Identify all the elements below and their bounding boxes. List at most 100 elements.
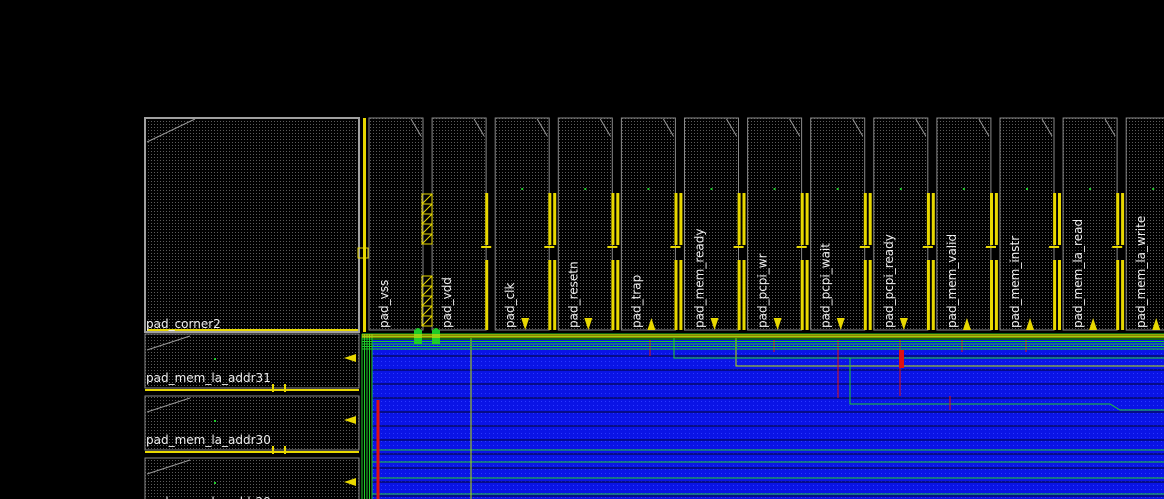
pad-terminal-arrow bbox=[647, 318, 656, 330]
top-pad-label: pad_resetn bbox=[566, 261, 580, 328]
top-pad-7[interactable]: pad_pcpi_wait bbox=[796, 117, 872, 331]
pin-left bbox=[485, 193, 489, 245]
pin-tick bbox=[922, 246, 933, 248]
pin-tick bbox=[1049, 246, 1060, 248]
pad-terminal-arrow bbox=[899, 318, 908, 330]
corner-pad[interactable]: pad_corner2 bbox=[144, 117, 360, 333]
left-pad-column: pad_mem_la_addr31 pad_mem_la_addr30 pad_me… bbox=[144, 333, 360, 499]
power-ring bbox=[357, 118, 1164, 499]
top-pad-outline bbox=[494, 117, 550, 331]
pin-right bbox=[679, 193, 683, 245]
pin-right-low bbox=[553, 260, 557, 330]
pad-terminal-arrow bbox=[1152, 318, 1161, 330]
pin-right-low bbox=[1058, 260, 1061, 330]
pin-left-low bbox=[611, 260, 615, 330]
top-pad-label: pad_clk bbox=[503, 282, 517, 328]
pad-terminal-arrow bbox=[710, 318, 719, 330]
pad-marker bbox=[1026, 188, 1028, 190]
core-area[interactable] bbox=[372, 338, 1164, 499]
top-pad-outline bbox=[1125, 117, 1164, 331]
top-pad-label: pad_vdd bbox=[440, 277, 454, 328]
top-pad-outline bbox=[557, 117, 613, 331]
left-pad-label: pad_mem_la_addr29 bbox=[146, 495, 271, 499]
route-red-blob bbox=[899, 350, 904, 368]
pad-marker bbox=[647, 188, 650, 190]
pin-left-low bbox=[800, 260, 804, 330]
pin-right-low bbox=[868, 260, 872, 330]
top-pad-diagonal bbox=[1041, 118, 1053, 137]
top-pad-diagonal bbox=[473, 118, 485, 137]
top-pad-6[interactable]: pad_pcpi_wr bbox=[733, 117, 809, 331]
vdd-via-diag bbox=[421, 305, 433, 317]
pin-tick bbox=[796, 246, 807, 248]
pin-left-low bbox=[990, 260, 993, 330]
pin-right-low bbox=[679, 260, 683, 330]
pin-left bbox=[737, 193, 741, 245]
top-pad-outline bbox=[810, 117, 866, 331]
top-pad-diagonal bbox=[789, 118, 801, 137]
left-pad-terminal-arrow bbox=[344, 416, 356, 424]
top-pad-12[interactable]: pad_mem_la_write bbox=[1112, 117, 1164, 331]
pin-tick bbox=[1112, 246, 1123, 248]
top-pad-11[interactable]: pad_mem_la_read bbox=[1049, 117, 1125, 331]
pad-marker bbox=[836, 188, 839, 190]
pin-right bbox=[994, 193, 998, 245]
pin-left-low bbox=[485, 260, 489, 330]
pin-right bbox=[1121, 193, 1125, 245]
top-pad-label: pad_mem_instr bbox=[1008, 236, 1022, 328]
top-pad-9[interactable]: pad_mem_valid bbox=[922, 117, 998, 331]
top-pad-3[interactable]: pad_resetn bbox=[544, 117, 620, 331]
top-pad-outline bbox=[620, 117, 676, 331]
pad-marker bbox=[899, 188, 902, 190]
pin-right bbox=[805, 193, 809, 245]
left-pad-edge bbox=[145, 389, 359, 391]
pin-left bbox=[611, 193, 615, 245]
left-pad-0[interactable]: pad_mem_la_addr31 bbox=[144, 333, 360, 392]
top-pad-diagonal bbox=[1104, 118, 1116, 137]
pin-left bbox=[1116, 193, 1120, 245]
top-pad-outline bbox=[684, 117, 739, 331]
top-pad-8[interactable]: pad_pcpi_ready bbox=[859, 117, 935, 331]
top-pad-10[interactable]: pad_mem_instr bbox=[986, 117, 1061, 331]
pin-left-low bbox=[1053, 260, 1057, 330]
top-pad-diagonal bbox=[852, 118, 864, 137]
pad-marker bbox=[214, 482, 216, 484]
top-pad-outline bbox=[368, 117, 424, 331]
top-pad-0[interactable]: pad_vss bbox=[368, 117, 424, 331]
left-pad-pin bbox=[272, 446, 274, 454]
pin-left-low bbox=[926, 260, 930, 330]
left-pad-edge bbox=[145, 451, 359, 453]
pad-marker bbox=[584, 188, 587, 190]
pad-marker bbox=[521, 188, 524, 190]
top-pad-4[interactable]: pad_trap bbox=[607, 117, 683, 331]
top-pad-label: pad_mem_ready bbox=[693, 229, 707, 328]
vdd-bump bbox=[433, 328, 439, 334]
vdd-via-diag bbox=[421, 193, 433, 205]
vdd-via bbox=[421, 315, 433, 327]
top-pad-1[interactable]: pad_vdd bbox=[431, 117, 487, 331]
pin-tick bbox=[481, 246, 492, 248]
left-pad-label: pad_mem_la_addr30 bbox=[146, 433, 271, 447]
route-yellow bbox=[735, 338, 1164, 367]
pin-right-low bbox=[994, 260, 998, 330]
top-pad-outline bbox=[747, 117, 803, 331]
left-pad-outline bbox=[144, 457, 360, 499]
pin-right-low bbox=[931, 260, 935, 330]
top-pad-label: pad_mem_valid bbox=[945, 234, 959, 328]
top-pad-label: pad_mem_la_read bbox=[1071, 219, 1085, 328]
pad-marker bbox=[1089, 188, 1092, 190]
top-pad-2[interactable]: pad_clk bbox=[481, 117, 557, 331]
left-pad-1[interactable]: pad_mem_la_addr30 bbox=[144, 395, 360, 454]
vdd-bump bbox=[415, 328, 421, 334]
top-pad-5[interactable]: pad_mem_ready bbox=[670, 117, 746, 331]
pad-terminal-arrow bbox=[584, 318, 593, 330]
left-pad-2[interactable]: pad_mem_la_addr29 bbox=[144, 457, 360, 499]
corner-pad-outline bbox=[144, 117, 360, 333]
pin-right bbox=[868, 193, 872, 245]
pad-terminal-arrow bbox=[836, 318, 845, 330]
vss-strap bbox=[363, 118, 366, 332]
top-pad-diagonal bbox=[726, 118, 737, 137]
